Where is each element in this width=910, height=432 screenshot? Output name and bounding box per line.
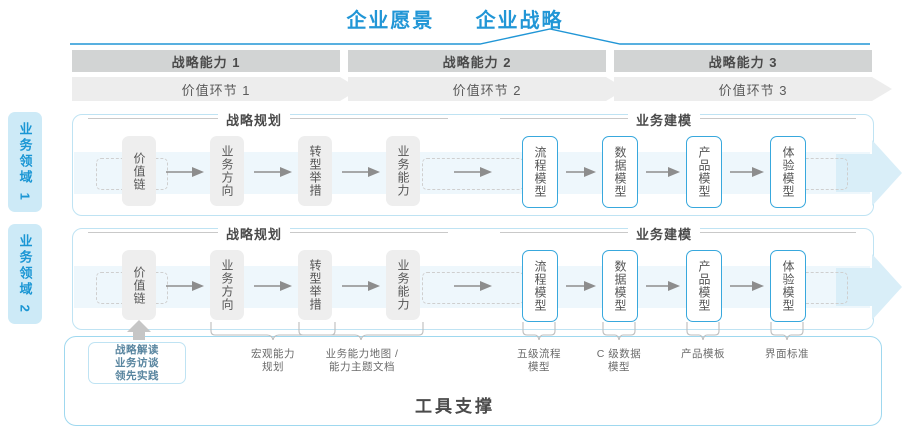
note-data-model: C 级数据 模型 <box>596 348 642 373</box>
arrow-right-icon <box>342 281 380 291</box>
tool-support-title: 工具支撑 <box>415 397 495 416</box>
brace-capability-map <box>298 322 424 340</box>
node-planning-2-2[interactable]: 转型举措 <box>298 250 332 320</box>
arrow-right-icon <box>342 167 380 177</box>
sidebar-item-domain-1[interactable]: 业务领域 1 <box>8 112 42 212</box>
title-vision: 企业愿景 <box>346 10 435 32</box>
node-modeling-2-0[interactable]: 流程模型 <box>522 250 558 322</box>
peak-divider-icon <box>70 28 870 45</box>
row-2-flow-arrow-icon <box>836 254 902 320</box>
note-product-template: 产品模板 <box>681 348 725 360</box>
sidebar-item-domain-2[interactable]: 业务领域 2 <box>8 224 42 324</box>
value-stage-chevron-3[interactable]: 价值环节 3 <box>614 77 892 101</box>
section-title-modeling-2: 业务建模 <box>628 224 701 243</box>
node-planning-1-1[interactable]: 业务方向 <box>210 136 244 206</box>
arrow-right-icon <box>254 167 292 177</box>
chevron-shape-icon <box>348 77 626 101</box>
arrow-right-icon <box>566 167 596 177</box>
capability-label-2: 战略能力 2 <box>442 54 512 70</box>
section-title-modeling-1: 业务建模 <box>628 110 701 129</box>
node-modeling-1-3[interactable]: 体验模型 <box>770 136 806 208</box>
row-2-band <box>74 266 870 308</box>
capability-bar-2[interactable]: 战略能力 2 <box>348 50 606 72</box>
note-process-model: 五级流程 模型 <box>517 348 561 373</box>
value-stage-chevron-1[interactable]: 价值环节 1 <box>72 77 360 101</box>
node-modeling-1-2[interactable]: 产品模型 <box>686 136 722 208</box>
section-title-planning-1: 战略规划 <box>218 110 291 129</box>
title-strategy: 企业战略 <box>475 10 564 32</box>
arrow-right-icon <box>454 167 492 177</box>
node-planning-2-1[interactable]: 业务方向 <box>210 250 244 320</box>
value-stage-label-3: 价值环节 3 <box>718 82 788 98</box>
note-macro-capability: 宏观能力 规划 <box>251 348 295 373</box>
node-modeling-1-1[interactable]: 数据模型 <box>602 136 638 208</box>
node-planning-2-0[interactable]: 价值链 <box>122 250 156 320</box>
note-capability-map: 业务能力地图 / 能力主题文档 <box>325 348 399 373</box>
arrow-right-icon <box>566 281 596 291</box>
domain-label-2: 业务领域 2 <box>17 233 33 315</box>
diagram-title: 企业愿景 企业战略 <box>0 4 910 33</box>
brace-product-template <box>686 322 720 340</box>
node-planning-1-2[interactable]: 转型举措 <box>298 136 332 206</box>
arrow-right-icon <box>646 167 680 177</box>
node-modeling-2-1[interactable]: 数据模型 <box>602 250 638 322</box>
node-modeling-2-2[interactable]: 产品模型 <box>686 250 722 322</box>
value-stage-label-2: 价值环节 2 <box>452 82 522 98</box>
capability-label-1: 战略能力 1 <box>171 54 241 70</box>
value-stage-chevron-2[interactable]: 价值环节 2 <box>348 77 626 101</box>
capability-label-3: 战略能力 3 <box>708 54 778 70</box>
capability-bar-3[interactable]: 战略能力 3 <box>614 50 872 72</box>
note-ui-standard: 界面标准 <box>765 348 809 360</box>
arrow-right-icon <box>730 281 764 291</box>
row-1-band <box>74 152 870 194</box>
brace-data-model <box>602 322 636 340</box>
arrow-right-icon <box>454 281 492 291</box>
brace-ui-standard <box>770 322 804 340</box>
value-stage-label-1: 价值环节 1 <box>181 82 251 98</box>
brace-process-model <box>522 322 556 340</box>
note-strategy-interpretation[interactable]: 战略解读 业务访谈 领先实践 <box>88 342 186 384</box>
tool-support-container <box>64 336 882 426</box>
arrow-right-icon <box>646 281 680 291</box>
row-1-flow-arrow-icon <box>836 140 902 206</box>
arrow-right-icon <box>166 281 204 291</box>
up-arrow-icon <box>127 320 151 340</box>
node-planning-2-3[interactable]: 业务能力 <box>386 250 420 320</box>
capability-bar-1[interactable]: 战略能力 1 <box>72 50 340 72</box>
section-title-planning-2: 战略规划 <box>218 224 291 243</box>
arrow-right-icon <box>254 281 292 291</box>
node-planning-1-3[interactable]: 业务能力 <box>386 136 420 206</box>
domain-label-1: 业务领域 1 <box>17 121 33 203</box>
chevron-shape-icon <box>72 77 360 101</box>
node-modeling-1-0[interactable]: 流程模型 <box>522 136 558 208</box>
arrow-right-icon <box>730 167 764 177</box>
node-modeling-2-3[interactable]: 体验模型 <box>770 250 806 322</box>
chevron-shape-icon <box>614 77 892 101</box>
arrow-right-icon <box>166 167 204 177</box>
node-planning-1-0[interactable]: 价值链 <box>122 136 156 206</box>
